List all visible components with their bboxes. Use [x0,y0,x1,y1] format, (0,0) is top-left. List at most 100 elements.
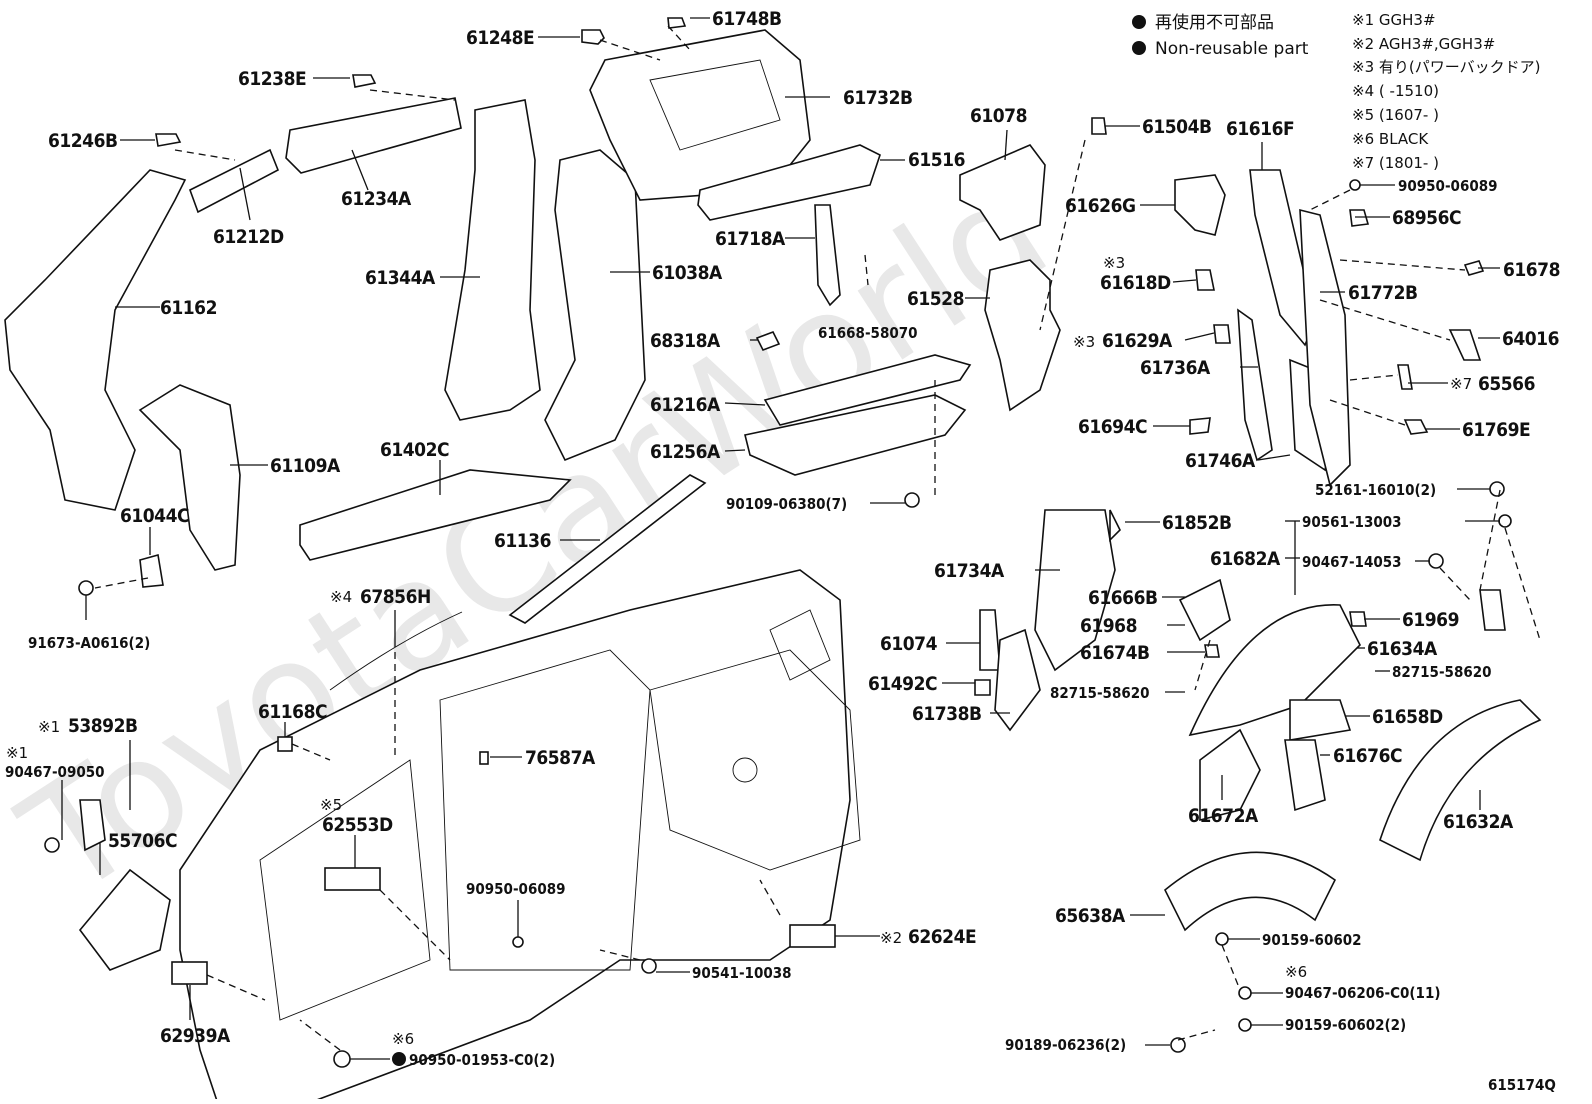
part-65638A [1163,851,1337,932]
svg-text:※6 BLACK: ※6 BLACK [1352,130,1429,148]
part-65566 [1397,364,1413,390]
bolt-90189 [1170,1037,1186,1053]
part-61629A [1213,324,1231,344]
part-61852B [1109,509,1121,542]
label-61109A: 61109A [270,455,341,477]
label-90950-06089: 90950-06089 [1398,177,1498,195]
part-61212D [189,148,280,214]
part-61969 [1349,611,1367,627]
clip-61248E [581,29,605,45]
part-61168C [277,736,293,752]
label-90189-06236: 90189-06236(2) [1005,1036,1126,1054]
part-61734A [1034,509,1116,672]
part-68318A [755,330,781,352]
label-90950-01953: 90950-01953-C0(2) [409,1051,555,1069]
legend: 再使用不可部品 Non-reusable part [1132,12,1309,59]
label-61632A: 61632A [1443,811,1514,833]
part-62939A [171,961,208,985]
non-reusable-dot-icon [1132,41,1146,55]
part-61402C [299,469,572,561]
label-61238E: 61238E [238,68,306,90]
label-82715-58620a: 82715-58620 [1392,663,1492,681]
label-55706C: 55706C [108,830,177,852]
part-61344A [444,99,541,421]
label-90467-06206: 90467-06206-C0(11) [1285,984,1441,1002]
part-61216A [763,354,972,426]
bolt-91673 [78,580,94,596]
label-61666B: 61666B [1088,587,1158,609]
svg-text:※1 GGH3#: ※1 GGH3# [1352,11,1436,29]
part-68956C [1349,209,1370,227]
label-61168C: 61168C [258,701,327,723]
label-90467-14053: 90467-14053 [1302,553,1402,571]
label-61626G: 61626G [1065,195,1136,217]
clip-61246B [155,133,182,147]
leader-lines [61,17,1500,1060]
part-61718A [814,204,841,307]
label-62553D: 62553D [322,814,393,836]
label-61746A: 61746A [1185,450,1256,472]
mark-n1a: ※1 [38,718,60,736]
part-61626G [1174,174,1226,236]
non-reusable-dot-icon [1132,15,1146,29]
label-61676C: 61676C [1333,745,1402,767]
mark-n4: ※4 [330,588,352,606]
label-61504B: 61504B [1142,116,1212,138]
label-61234A: 61234A [341,188,412,210]
non-reusable-dot-icon [392,1052,406,1066]
label-61162: 61162 [160,297,217,319]
label-52161-16010: 52161-16010(2) [1315,481,1436,499]
part-61136 [508,474,707,624]
label-61618D: 61618D [1100,272,1171,294]
label-76587A: 76587A [525,747,596,769]
label-90950-06089b: 90950-06089 [466,880,566,898]
label-61668-58070: 61668-58070 [818,324,918,342]
clip-90159a [1215,932,1229,946]
part-61674B [1204,644,1220,658]
label-61078: 61078 [970,105,1027,127]
part-61658D [1289,699,1352,741]
label-61718A: 61718A [715,228,786,250]
label-61256A: 61256A [650,441,721,463]
bolt-90109 [904,492,920,508]
notes: ※1 GGH3# ※2 AGH3#,GGH3# ※3 有り(パワーバックドア) … [1352,11,1540,172]
part-61634A [1188,604,1361,737]
mark-n7: ※7 [1450,375,1472,393]
mark-n5: ※5 [320,796,342,814]
part-61504B [1091,117,1107,135]
label-61672A: 61672A [1188,805,1259,827]
part-64016 [1448,329,1482,361]
label-67856H: 67856H [360,586,431,608]
label-61038A: 61038A [652,262,723,284]
label-61968: 61968 [1080,615,1137,637]
label-61732B: 61732B [843,87,913,109]
label-90467-09050: 90467-09050 [5,763,105,781]
label-61969: 61969 [1402,609,1459,631]
label-61136: 61136 [494,530,551,552]
label-90541-10038: 90541-10038 [692,964,792,982]
label-61678: 61678 [1503,259,1560,281]
bolt-90541 [641,958,657,974]
svg-text:※7 (1801- ): ※7 (1801- ) [1352,154,1439,172]
label-91673-A0616: 91673-A0616(2) [28,634,150,652]
part-61676C [1284,739,1326,812]
svg-text:※5 (1607- ): ※5 (1607- ) [1352,106,1439,124]
label-61492C: 61492C [868,673,937,695]
legend-en: Non-reusable part [1155,39,1309,59]
label-61748B: 61748B [712,8,782,30]
label-61516: 61516 [908,149,965,171]
label-61344A: 61344A [365,267,436,289]
nut-90467-14053 [1428,553,1444,569]
label-61616F: 61616F [1226,118,1294,140]
label-90159-60602a: 90159-60602 [1262,931,1362,949]
label-68956C: 68956C [1392,207,1461,229]
label-61694C: 61694C [1078,416,1147,438]
label-61852B: 61852B [1162,512,1232,534]
label-61044C: 61044C [120,505,189,527]
clip-90159b [1238,1018,1252,1032]
part-62553D [324,867,381,891]
mark-n3a: ※3 [1103,254,1125,272]
part-61038A [544,149,646,462]
